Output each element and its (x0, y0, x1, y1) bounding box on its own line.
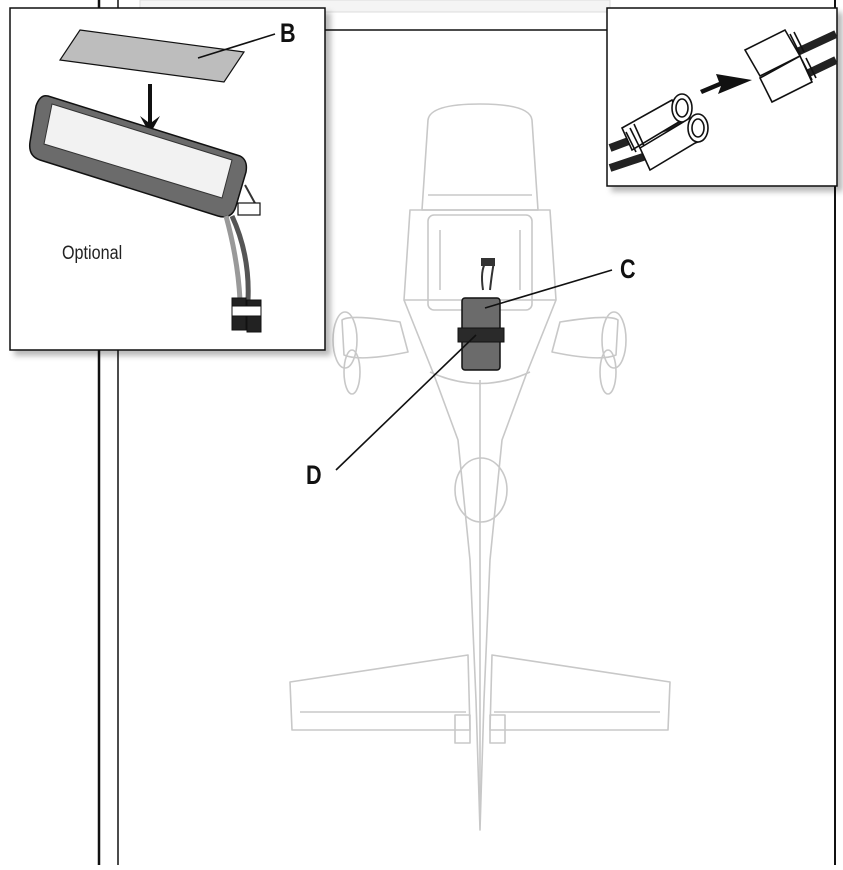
aircraft-top-view-icon (289, 103, 671, 831)
battery-connector-icon (608, 28, 838, 172)
leader-lines (335, 269, 613, 471)
callout-b: B (280, 18, 296, 48)
callout-c: C (620, 254, 636, 284)
installed-battery-icon (457, 258, 505, 371)
hook-loop-strap (457, 327, 505, 343)
leader-line-b (197, 33, 276, 59)
battery-pack-icon (28, 29, 262, 333)
optional-caption: Optional (62, 243, 123, 264)
arrow-icon (700, 74, 752, 94)
callout-d: D (306, 460, 322, 490)
tape-arrow-icon (140, 84, 160, 134)
hook-and-loop-tape-icon (58, 29, 246, 83)
